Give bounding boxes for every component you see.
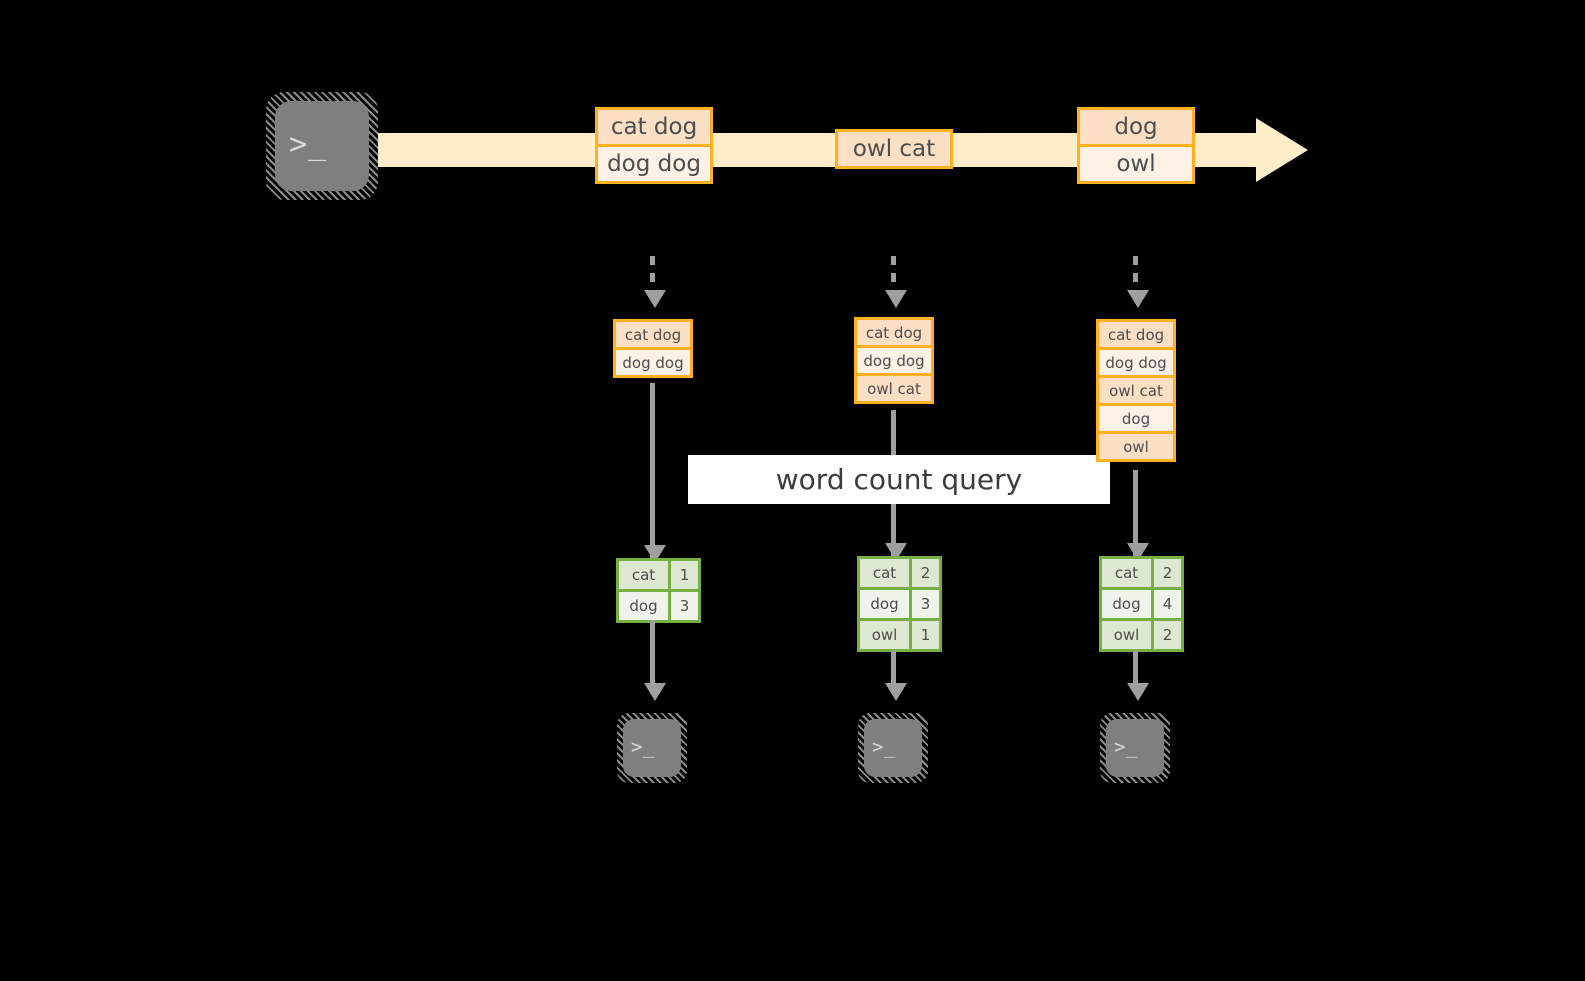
table-row: cat 1 — [616, 558, 701, 592]
snapshot-record: dog dog — [1096, 347, 1176, 378]
result-word: cat — [857, 556, 912, 590]
snapshot-trigger-arrowhead — [885, 290, 907, 308]
result-table-1: cat 1 dog 3 — [616, 558, 701, 623]
sink-flow-line-2 — [891, 650, 896, 688]
sink-flow-line-1 — [650, 620, 655, 688]
table-row: cat 2 — [857, 556, 942, 590]
stream-record: dog — [1077, 107, 1195, 147]
snapshot-trigger-line — [891, 256, 896, 294]
table-row: dog 3 — [857, 587, 942, 621]
snapshot-record: dog dog — [854, 345, 934, 376]
snapshot-record: owl — [1096, 431, 1176, 462]
snapshot-2-stack: cat dog dog dog owl cat — [854, 317, 934, 404]
result-count: 4 — [1151, 587, 1184, 621]
terminal-screen: >_ — [1106, 719, 1164, 777]
result-word: owl — [1099, 618, 1154, 652]
result-word: dog — [616, 589, 671, 623]
stream-arrow-head — [1256, 118, 1308, 182]
result-count: 3 — [909, 587, 942, 621]
source-terminal-icon[interactable]: >_ — [266, 92, 378, 200]
sink-terminal-icon-2[interactable]: >_ — [858, 713, 928, 783]
snapshot-trigger-line — [650, 256, 655, 294]
terminal-screen: >_ — [623, 719, 681, 777]
snapshot-trigger-line — [1133, 256, 1138, 294]
result-count: 1 — [909, 618, 942, 652]
snapshot-trigger-arrowhead — [1127, 290, 1149, 308]
sink-flow-arrowhead-2 — [885, 683, 907, 701]
result-count: 3 — [668, 589, 701, 623]
sink-terminal-icon-1[interactable]: >_ — [617, 713, 687, 783]
snapshot-1-stack: cat dog dog dog — [613, 319, 693, 378]
result-word: dog — [857, 587, 912, 621]
table-row: owl 2 — [1099, 618, 1184, 652]
table-row: cat 2 — [1099, 556, 1184, 590]
result-count: 2 — [1151, 556, 1184, 590]
query-label-band: word count query — [688, 455, 1110, 504]
query-flow-arrowhead-2 — [885, 543, 907, 561]
query-label: word count query — [775, 463, 1023, 496]
result-count: 2 — [1151, 618, 1184, 652]
sink-terminal-icon-3[interactable]: >_ — [1100, 713, 1170, 783]
stream-record: cat dog — [595, 107, 713, 147]
query-flow-line-3 — [1133, 470, 1138, 558]
terminal-prompt-glyph: >_ — [289, 127, 328, 162]
terminal-screen: >_ — [864, 719, 922, 777]
result-table-2: cat 2 dog 3 owl 1 — [857, 556, 942, 652]
query-flow-arrowhead-3 — [1127, 543, 1149, 561]
sink-flow-arrowhead-3 — [1127, 683, 1149, 701]
snapshot-record: cat dog — [613, 319, 693, 350]
result-word: cat — [616, 558, 671, 592]
snapshot-record: owl cat — [854, 373, 934, 404]
result-count: 2 — [909, 556, 942, 590]
result-table-3: cat 2 dog 4 owl 2 — [1099, 556, 1184, 652]
query-flow-arrowhead-1 — [644, 545, 666, 563]
stream-record: owl — [1077, 144, 1195, 184]
snapshot-record: dog dog — [613, 347, 693, 378]
result-count: 1 — [668, 558, 701, 592]
snapshot-3-stack: cat dog dog dog owl cat dog owl — [1096, 319, 1176, 462]
terminal-prompt-glyph: >_ — [631, 736, 655, 758]
result-word: dog — [1099, 587, 1154, 621]
snapshot-record: cat dog — [1096, 319, 1176, 350]
stream-record: owl cat — [835, 129, 953, 169]
result-word: owl — [857, 618, 912, 652]
query-flow-line-1 — [650, 383, 655, 558]
stream-record: dog dog — [595, 144, 713, 184]
table-row: dog 4 — [1099, 587, 1184, 621]
result-word: cat — [1099, 556, 1154, 590]
sink-flow-arrowhead-1 — [644, 683, 666, 701]
snapshot-record: cat dog — [854, 317, 934, 348]
terminal-screen: >_ — [275, 101, 369, 191]
terminal-prompt-glyph: >_ — [872, 736, 896, 758]
table-row: dog 3 — [616, 589, 701, 623]
snapshot-record: dog — [1096, 403, 1176, 434]
sink-flow-line-3 — [1133, 650, 1138, 688]
table-row: owl 1 — [857, 618, 942, 652]
snapshot-trigger-arrowhead — [644, 290, 666, 308]
snapshot-record: owl cat — [1096, 375, 1176, 406]
terminal-prompt-glyph: >_ — [1114, 736, 1138, 758]
